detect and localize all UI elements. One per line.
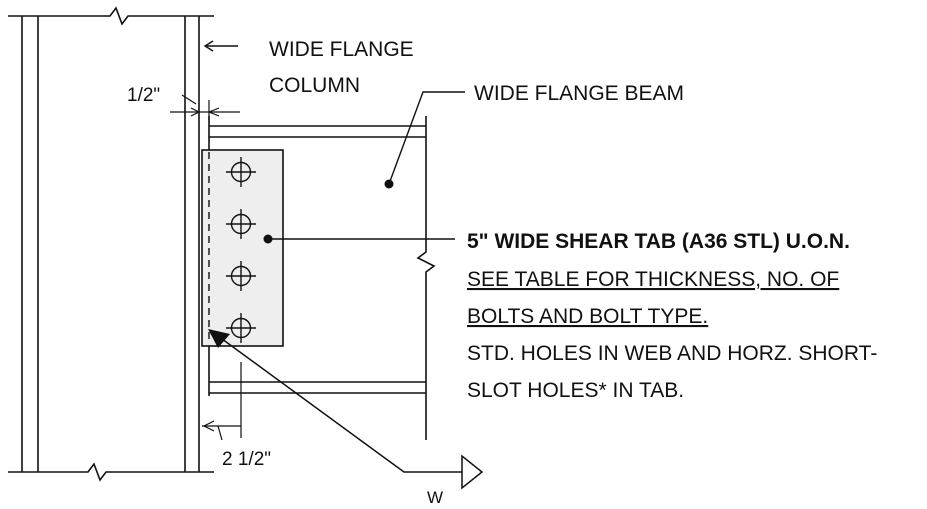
bolt-symbol xyxy=(226,261,256,291)
column-label-line2: COLUMN xyxy=(269,74,360,97)
tab-note-line4: SLOT HOLES* IN TAB. xyxy=(467,379,684,402)
beam-label: WIDE FLANGE BEAM xyxy=(474,82,684,105)
tab-note-line2: BOLTS AND BOLT TYPE. xyxy=(467,305,708,328)
column-top-break-line xyxy=(8,6,214,26)
column-leader xyxy=(203,40,238,52)
bolt-symbol xyxy=(226,209,256,239)
tab-leader-dot xyxy=(263,234,273,244)
edge-dimension xyxy=(202,362,242,441)
bolt-group xyxy=(226,157,256,343)
beam-right-break-line xyxy=(416,116,436,440)
edge-dimension-label: 2 1/2" xyxy=(222,449,271,470)
bolt-symbol xyxy=(226,157,256,187)
shear-tab-plate xyxy=(201,149,284,347)
gap-dimension-label: 1/2" xyxy=(127,85,160,106)
beam-leader-dot xyxy=(384,179,394,189)
tab-note-line1: SEE TABLE FOR THICKNESS, NO. OF xyxy=(467,268,839,291)
fillet-weld-flag xyxy=(461,454,484,490)
gap-dim-arrow-right xyxy=(207,107,220,117)
column-bottom-break-line xyxy=(8,462,214,482)
weld-arrow-leader xyxy=(217,335,462,473)
column-label-line1: WIDE FLANGE xyxy=(269,38,414,61)
edge-dim-leader xyxy=(217,425,223,441)
weld-arrow-head xyxy=(208,329,230,348)
gap-dim-leader xyxy=(181,94,197,105)
weld-symbol-label: W xyxy=(427,488,443,507)
tab-title: 5" WIDE SHEAR TAB (A36 STL) U.O.N. xyxy=(467,230,850,253)
bolt-symbol xyxy=(226,313,256,343)
edge-dim-arrow xyxy=(202,420,215,432)
weld-symbol xyxy=(217,335,484,490)
shear-tab xyxy=(201,149,284,347)
gap-dim-arrow-left xyxy=(190,107,201,117)
wide-flange-column xyxy=(8,6,214,482)
gap-dimension xyxy=(170,94,240,120)
beam-leader xyxy=(388,91,465,185)
tab-note-line3: STD. HOLES IN WEB AND HORZ. SHORT- xyxy=(467,342,877,365)
